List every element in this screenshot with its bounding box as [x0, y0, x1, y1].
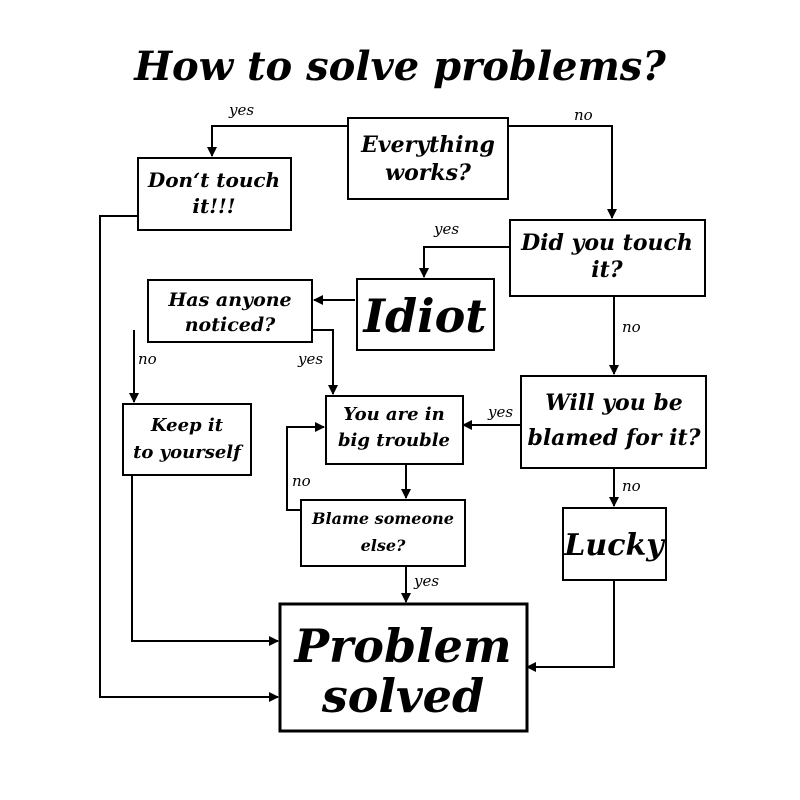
- edge-lucky-to-solved: [526, 580, 615, 672]
- node-label-line: Everything: [360, 132, 495, 158]
- node-label-line: Will you be: [545, 390, 683, 416]
- edge-works-yes: [207, 125, 348, 157]
- node-has-anyone-noticed: Has anyone noticed?: [167, 289, 291, 336]
- box-everything-works: [347, 117, 509, 200]
- edge-touch-yes: [419, 246, 510, 278]
- node-boxes: [122, 117, 707, 733]
- node-label-line: Problem: [292, 619, 511, 673]
- edge-label-touch-no: no: [622, 318, 641, 336]
- edge-label-noticed-yes: yes: [297, 350, 323, 368]
- node-blame-someone: Blame someone else?: [311, 509, 454, 555]
- edge-dont-touch-to-solved: [99, 215, 279, 702]
- box-blame-someone: [300, 499, 466, 567]
- edge-label-works-no: no: [574, 106, 593, 124]
- node-idiot: Idiot: [361, 289, 486, 343]
- edge-label-touch-yes: yes: [433, 220, 459, 238]
- node-lucky: Lucky: [563, 528, 666, 563]
- node-label-line: You are in: [343, 404, 444, 425]
- node-label-line: big trouble: [338, 430, 450, 451]
- box-problem-solved: [278, 602, 529, 733]
- node-label-line: Blame someone: [311, 509, 454, 528]
- node-big-trouble: You are in big trouble: [338, 404, 450, 451]
- node-label-line: to yourself: [133, 442, 244, 463]
- node-keep-it: Keep it to yourself: [133, 415, 244, 463]
- node-label-line: Did you touch: [520, 230, 693, 256]
- node-will-you-be-blamed: Will you be blamed for it?: [527, 390, 701, 451]
- edge-keep-to-solved: [131, 475, 279, 646]
- node-label-line: Has anyone: [167, 289, 291, 311]
- flowchart-title: How to solve problems?: [133, 43, 666, 90]
- edge-label-works-yes: yes: [228, 101, 254, 119]
- node-label-line: it?: [591, 257, 624, 283]
- node-label-line: noticed?: [185, 314, 276, 336]
- node-label-line: it!!!: [192, 194, 235, 218]
- node-label-line: Lucky: [563, 528, 666, 563]
- box-big-trouble: [325, 395, 464, 465]
- box-has-anyone-noticed: [147, 279, 313, 343]
- node-label-line: else?: [361, 536, 406, 555]
- node-label-line: solved: [321, 669, 484, 723]
- edge-label-blame-yes: yes: [413, 572, 439, 590]
- node-label-line: works?: [385, 160, 472, 186]
- node-label-line: blamed for it?: [527, 425, 701, 451]
- edge-label-noticed-no: no: [138, 350, 157, 368]
- edge-label-blame-no: no: [292, 472, 311, 490]
- edge-label-blamed-yes: yes: [487, 403, 513, 421]
- edge-blame-no: [286, 422, 325, 511]
- box-lucky: [562, 507, 667, 581]
- node-label-line: Keep it: [150, 415, 224, 436]
- connectors: [99, 125, 619, 702]
- box-keep-it: [122, 403, 252, 476]
- box-will-you-be-blamed: [520, 375, 707, 469]
- box-dont-touch: [137, 157, 292, 231]
- edge-label-blamed-no: no: [622, 477, 641, 495]
- node-label-line: Don‘t touch: [147, 168, 280, 192]
- edge-works-no: [508, 125, 617, 219]
- box-idiot: [356, 278, 495, 351]
- edge-noticed-yes: [312, 329, 338, 395]
- node-label-line: Idiot: [361, 289, 486, 343]
- box-did-you-touch: [509, 219, 706, 297]
- edge-labels: yes no yes no no yes yes no no yes: [138, 101, 641, 590]
